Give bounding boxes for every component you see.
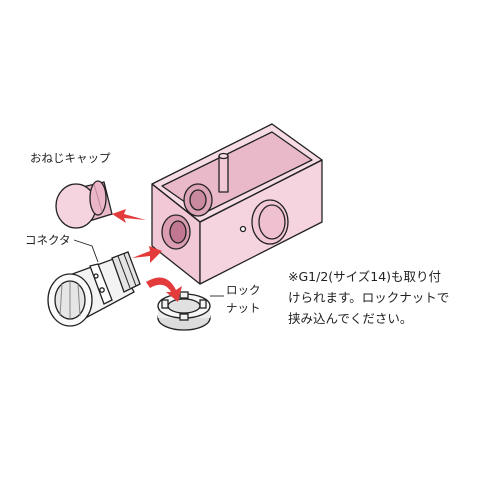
arrow-to-cap xyxy=(112,209,146,223)
label-locknut-line2: ナット xyxy=(226,301,261,315)
installation-note: ※G1/2(サイズ14)も取り付 けられます。ロックナットで 挟み込んでください… xyxy=(288,266,498,329)
threaded-cap xyxy=(55,180,113,229)
arrows xyxy=(112,209,182,302)
arrow-to-locknut xyxy=(146,277,182,302)
note-line-1: ※G1/2(サイズ14)も取り付 xyxy=(288,269,442,284)
connector xyxy=(47,251,141,327)
label-locknut-line1: ロック xyxy=(226,283,261,297)
leader-lines xyxy=(73,239,224,297)
lock-nut xyxy=(157,291,211,331)
label-cap: おねじキャップ xyxy=(30,151,111,165)
note-line-2: けられます。ロックナットで xyxy=(288,290,450,305)
arrow-to-box xyxy=(132,246,162,263)
note-line-3: 挟み込んでください。 xyxy=(288,311,413,326)
junction-box xyxy=(151,123,323,285)
label-connector: コネクタ xyxy=(25,233,71,247)
